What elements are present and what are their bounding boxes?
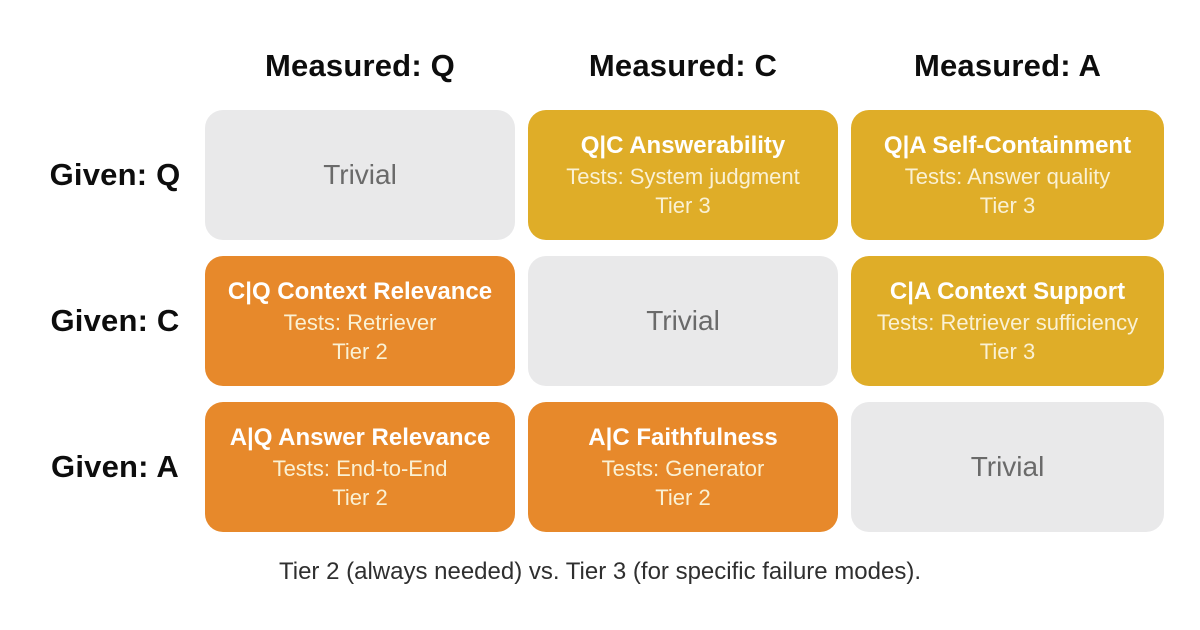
trivial-label: Trivial	[323, 159, 397, 190]
cell-a-a-trivial: Trivial	[851, 402, 1164, 532]
grid-corner-spacer	[0, 0, 192, 94]
cell-title: C|A Context Support	[889, 277, 1126, 305]
cell-tests: Tests: End-to-End	[272, 455, 448, 481]
row-header-given-q: Given: Q	[49, 157, 181, 192]
cell-tier: Tier 2	[332, 338, 388, 364]
cell-q-q-trivial: Trivial	[205, 110, 515, 240]
trivial-label: Trivial	[970, 451, 1045, 482]
cell-tier: Tier 3	[979, 338, 1036, 364]
cell-aq-answer-relevance: A|Q Answer Relevance Tests: End-to-End T…	[205, 402, 515, 532]
trivial-label: Trivial	[646, 305, 720, 336]
cell-tests: Tests: Generator	[601, 455, 765, 481]
cell-tests: Tests: System judgment	[566, 163, 800, 189]
cell-qc-answerability: Q|C Answerability Tests: System judgment…	[528, 110, 838, 240]
cell-tier: Tier 2	[332, 484, 388, 510]
tier-legend-note: Tier 2 (always needed) vs. Tier 3 (for s…	[278, 558, 921, 585]
matrix-grid: Measured: Q Measured: C Measured: A Give…	[0, 0, 1164, 532]
cell-tests: Tests: Answer quality	[904, 163, 1111, 189]
column-header-measured-q: Measured: Q	[265, 48, 455, 83]
cell-tier: Tier 2	[655, 484, 711, 510]
cell-c-c-trivial: Trivial	[528, 256, 838, 386]
cell-tests: Tests: Retriever sufficiency	[876, 309, 1139, 335]
cell-ac-faithfulness: A|C Faithfulness Tests: Generator Tier 2	[528, 402, 838, 532]
cell-tier: Tier 3	[979, 192, 1036, 218]
column-header-measured-c: Measured: C	[588, 48, 778, 83]
cell-title: A|C Faithfulness	[588, 423, 778, 451]
cell-title: A|Q Answer Relevance	[229, 423, 491, 451]
cell-cq-context-relevance: C|Q Context Relevance Tests: Retriever T…	[205, 256, 515, 386]
cell-tier: Tier 3	[655, 192, 711, 218]
cell-qa-self-containment: Q|A Self-Containment Tests: Answer quali…	[851, 110, 1164, 240]
cell-title: Q|A Self-Containment	[883, 131, 1132, 159]
cell-ca-context-support: C|A Context Support Tests: Retriever suf…	[851, 256, 1164, 386]
row-header-given-a: Given: A	[51, 449, 179, 484]
row-header-given-c: Given: C	[50, 303, 180, 338]
cell-title: Q|C Answerability	[580, 131, 786, 159]
column-header-measured-a: Measured: A	[913, 48, 1102, 83]
cell-tests: Tests: Retriever	[283, 309, 437, 335]
cell-title: C|Q Context Relevance	[227, 277, 493, 305]
